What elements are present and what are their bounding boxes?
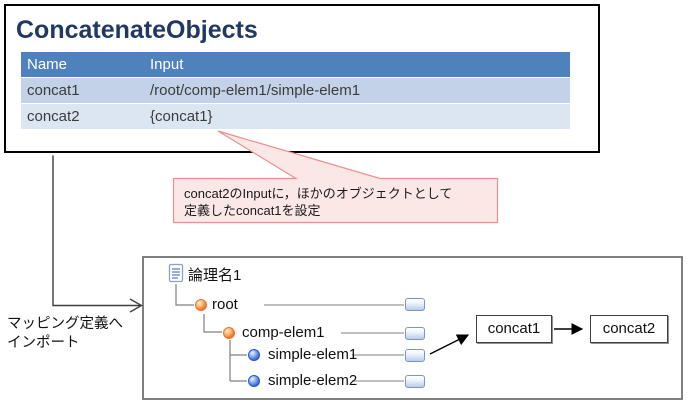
import-label-line2: インポート [7,335,80,351]
column-header-input: Input [150,56,184,73]
concatenate-objects-panel: ConcatenateObjects Name Input concat1 /r… [4,4,600,153]
simple-element-icon [248,375,260,387]
mapping-anchor-icon [405,375,425,388]
import-arrow-line [52,155,140,307]
arrow-anchor-to-concat1 [429,334,470,355]
cell-name-concat2: concat2 [21,104,143,129]
object-box-concat2: concat2 [590,315,668,343]
cell-input-concat1: /root/comp-elem1/simple-elem1 [150,82,361,99]
cell-input-concat2: {concat1} [150,108,213,125]
callout-note-line1: concat2のInputに，ほかのオブジェクトとして [184,186,453,201]
tree-item-comp-elem1: comp-elem1 [242,324,325,341]
column-header-name: Name [21,52,143,77]
object-box-concat1: concat1 [476,315,552,343]
panel-title: ConcatenateObjects [16,16,258,44]
import-label-line1: マッピング定義へ [7,316,123,332]
mapping-anchor-icon [405,327,425,340]
simple-element-icon [248,349,260,361]
mapping-definition-panel: 論理名1 root comp-elem1 simple-elem1 simple… [142,256,683,400]
tree-item-root: root [212,296,238,313]
complex-element-icon [223,327,235,339]
table-row: concat1 /root/comp-elem1/simple-elem1 [21,78,570,103]
tree-item-simple-elem1: simple-elem1 [268,346,358,363]
mapping-anchor-icon [405,298,425,311]
table-row: concat2 {concat1} [21,104,570,129]
object-table: Name Input concat1 /root/comp-elem1/simp… [21,52,570,130]
mapping-anchor-icon [405,349,425,362]
import-arrow-head [129,298,143,313]
import-label: マッピング定義へ インポート [7,315,123,353]
tree-item-simple-elem2: simple-elem2 [268,372,358,389]
cell-name-concat1: concat1 [21,78,143,103]
complex-element-icon [195,299,207,311]
callout-note-line2: 定義したconcat1を設定 [184,203,321,218]
tree-doc-label: 論理名1 [188,267,242,284]
table-header-row: Name Input [21,52,570,77]
callout-note: concat2のInputに，ほかのオブジェクトとして 定義したconcat1を… [184,185,492,219]
anchor-leader-lines [264,304,404,382]
document-icon [168,263,184,283]
